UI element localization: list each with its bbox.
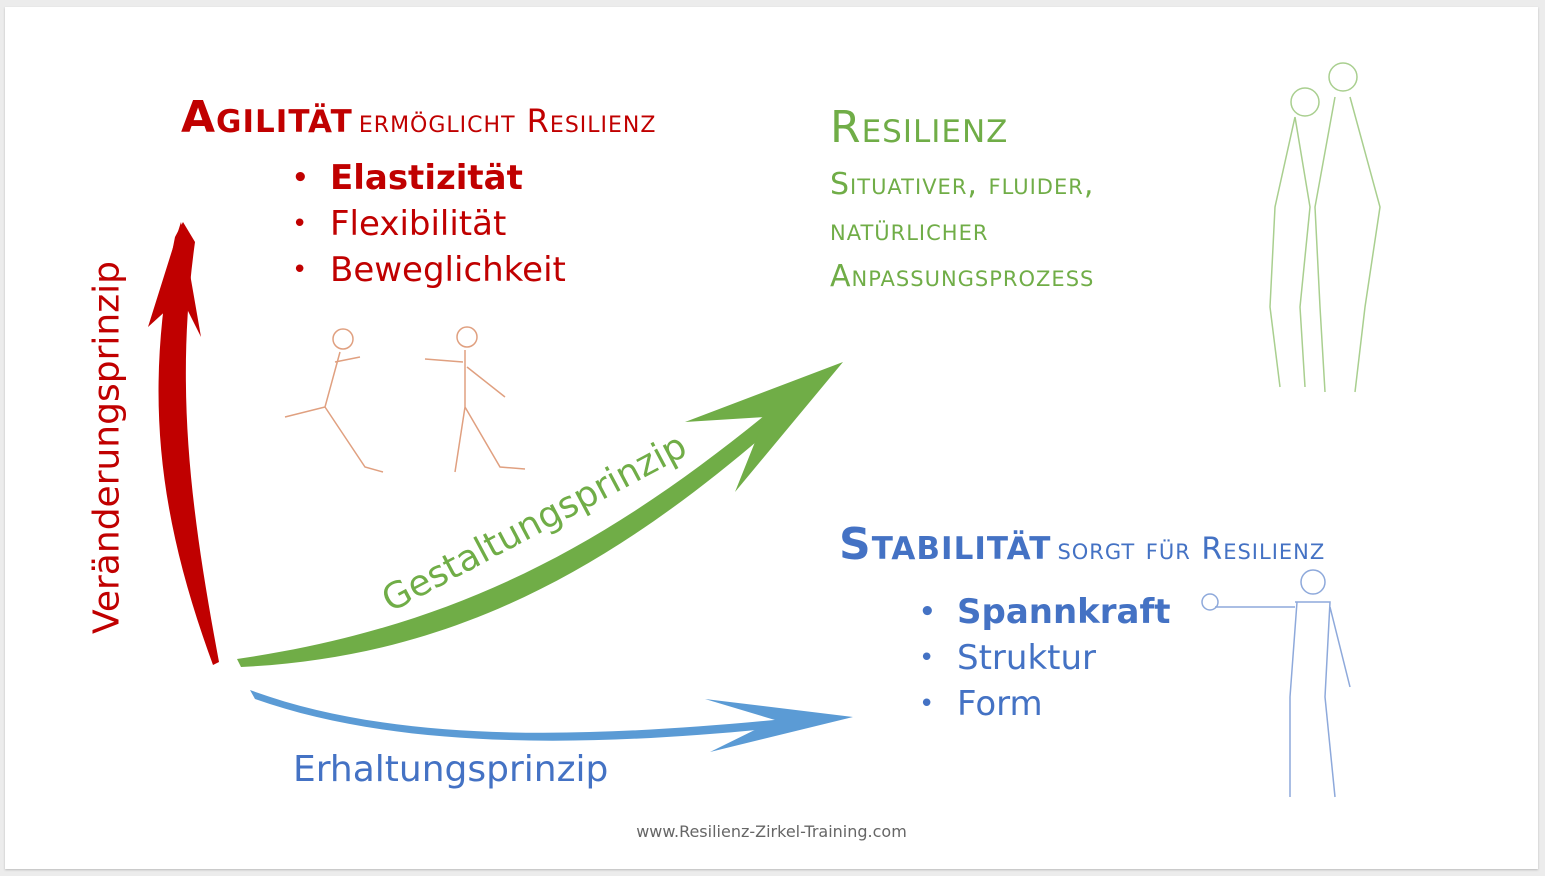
green-arrow-head <box>685 362 843 492</box>
stability-list: Spannkraft Struktur Form <box>919 589 1171 727</box>
list-item: Elastizität <box>292 155 566 201</box>
stability-title: Stabilität sorgt für Resilienz <box>839 519 1326 570</box>
list-item: Form <box>919 681 1171 727</box>
list-item: Flexibilität <box>292 201 566 247</box>
agility-list: Elastizität Flexibilität Beweglichkeit <box>292 155 566 293</box>
blue-arrow <box>250 690 805 741</box>
resilience-description: Situativer, fluider, natürlicher Anpassu… <box>830 167 1095 294</box>
agility-title: Agilität ermöglicht Resilienz <box>181 92 657 143</box>
red-arrow-head <box>148 222 201 337</box>
couple-sketch <box>1269 62 1381 393</box>
change-principle-label: Veränderungsprinzip <box>86 261 128 634</box>
resilience-title: Resilienz <box>830 102 1009 153</box>
list-item: Struktur <box>919 635 1171 681</box>
arrows-layer <box>148 62 1381 798</box>
anatomy-sketch <box>1201 569 1351 798</box>
blue-arrow-head <box>705 699 853 752</box>
footer-url: www.Resilienz-Zirkel-Training.com <box>636 822 907 841</box>
list-item: Beweglichkeit <box>292 247 566 293</box>
list-item: Spannkraft <box>919 589 1171 635</box>
preserve-principle-label: Erhaltungsprinzip <box>293 749 609 790</box>
red-arrow <box>158 222 219 665</box>
slide: Agilität ermöglicht Resilienz Elastizitä… <box>5 7 1538 869</box>
runner-sketch <box>284 326 526 473</box>
